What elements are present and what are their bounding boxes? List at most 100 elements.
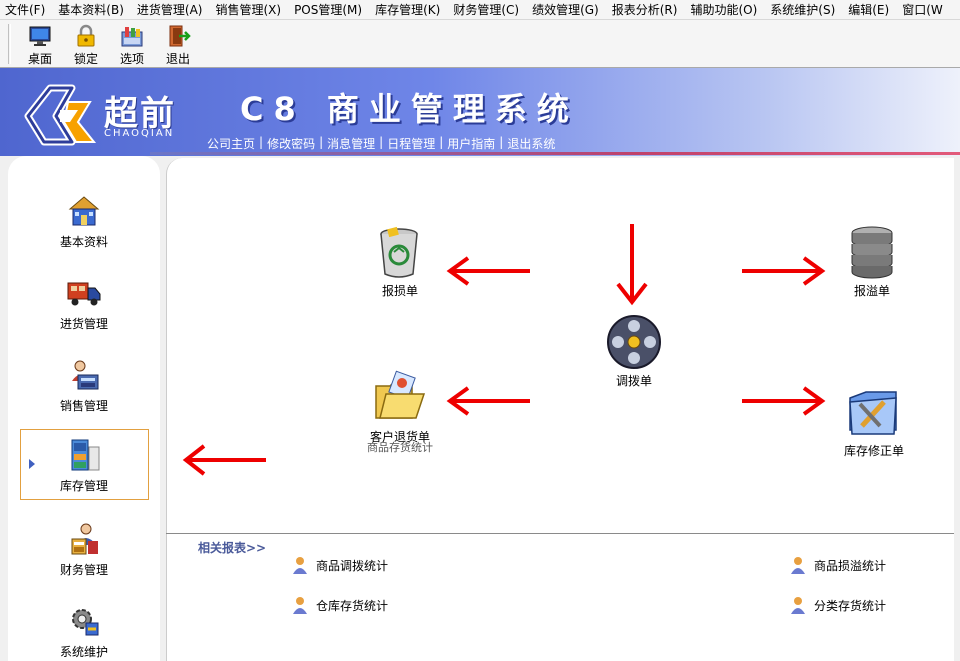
options-button[interactable]: 选项 <box>109 20 155 68</box>
sidebar-item-sales[interactable]: 销售管理 <box>8 357 160 414</box>
top-nav: 公司主页| 修改密码| 消息管理| 日程管理| 用户指南| 退出系统 <box>207 135 555 152</box>
stock-correction-item[interactable]: 库存修正单 <box>824 384 924 459</box>
arrow-right-icon <box>742 386 826 416</box>
arrow-down-icon <box>616 224 648 306</box>
report-link-loss-overflow[interactable]: 商品损溢统计 <box>790 556 886 574</box>
sidebar-item-label: 系统维护 <box>59 645 108 659</box>
menu-file[interactable]: 文件(F) <box>5 2 46 17</box>
customer-return-item[interactable]: 客户退货单 商品存货统计 <box>350 370 450 455</box>
database-stack-icon <box>851 226 893 279</box>
loss-report-label: 报损单 <box>381 284 418 298</box>
overflow-report-label: 报溢单 <box>853 284 890 298</box>
menu-window[interactable]: 窗口(W <box>902 2 943 17</box>
sidebar-item-label: 财务管理 <box>59 563 108 577</box>
menu-system[interactable]: 系统维护(S) <box>770 2 836 17</box>
related-reports-title: 相关报表>> <box>198 541 267 555</box>
film-reel-icon <box>607 315 661 369</box>
exit-button[interactable]: 退出 <box>155 20 201 68</box>
exit-label: 退出 <box>165 52 190 66</box>
nav-separator: | <box>259 135 264 149</box>
banner-divider <box>150 152 960 155</box>
sidebar-item-finance[interactable]: 财务管理 <box>8 521 160 578</box>
report-link-transfer-stats[interactable]: 商品调拨统计 <box>292 556 388 574</box>
recycle-bin-icon <box>380 226 418 278</box>
menu-auxiliary[interactable]: 辅助功能(O) <box>690 2 758 17</box>
menu-sales[interactable]: 销售管理(X) <box>215 2 282 17</box>
folder-tools-icon <box>849 391 897 435</box>
sidebar-item-basic-data[interactable]: 基本资料 <box>8 193 160 250</box>
report-link-label: 商品损溢统计 <box>814 558 887 573</box>
stock-correction-label: 库存修正单 <box>843 444 904 458</box>
sidebar-item-inventory[interactable]: 库存管理 <box>8 437 160 494</box>
transfer-report-item[interactable]: 调拨单 <box>584 314 684 389</box>
lock-button[interactable]: 锁定 <box>63 20 109 68</box>
gear-tools-icon <box>72 609 99 636</box>
exit-door-icon <box>169 25 191 47</box>
chaoqian-logo <box>24 84 97 146</box>
app-title: C8 商业管理系统 <box>240 90 579 128</box>
report-link-label: 分类存货统计 <box>814 598 887 613</box>
nav-user-guide[interactable]: 用户指南 <box>447 137 496 151</box>
sidebar <box>8 156 160 661</box>
customer-return-label: 客户退货单 <box>369 430 430 444</box>
nav-separator: | <box>439 135 444 149</box>
menu-bar: 文件(F) 基本资料(B) 进货管理(A) 销售管理(X) POS管理(M) 库… <box>0 0 960 20</box>
sidebar-item-label: 销售管理 <box>59 399 108 413</box>
person-icon <box>293 597 307 614</box>
header-banner <box>0 68 960 156</box>
lock-label: 锁定 <box>73 52 98 66</box>
options-icon <box>121 27 143 47</box>
overlapped-label: 商品存货统计 <box>367 441 433 454</box>
folder-photo-icon <box>375 370 426 419</box>
toolbar-grip[interactable] <box>8 24 11 64</box>
nav-separator: | <box>499 135 504 149</box>
person-icon <box>791 597 805 614</box>
report-link-category-stock[interactable]: 分类存货统计 <box>790 596 886 614</box>
transfer-report-label: 调拨单 <box>615 374 652 388</box>
nav-change-password[interactable]: 修改密码 <box>267 137 316 151</box>
sidebar-item-purchase[interactable]: 进货管理 <box>8 275 160 332</box>
report-link-warehouse-stock[interactable]: 仓库存货统计 <box>292 596 388 614</box>
window-right-edge <box>954 158 960 661</box>
nav-separator: | <box>319 135 324 149</box>
logo-text: 超前 <box>104 94 176 134</box>
nav-message-management[interactable]: 消息管理 <box>327 137 376 151</box>
logo-subtext: CHAOQIAN <box>104 128 175 139</box>
house-icon <box>68 196 100 226</box>
desktop-button[interactable]: 桌面 <box>17 20 63 68</box>
sidebar-item-label: 进货管理 <box>59 317 108 331</box>
nav-company-home[interactable]: 公司主页 <box>207 137 256 151</box>
nav-exit-system[interactable]: 退出系统 <box>507 137 556 151</box>
monitor-icon <box>29 26 51 46</box>
truck-icon <box>67 282 101 306</box>
report-link-label: 仓库存货统计 <box>316 598 389 613</box>
sidebar-item-label: 基本资料 <box>59 235 108 249</box>
section-divider <box>166 533 954 534</box>
arrow-right-icon <box>742 256 826 286</box>
arrow-left-icon <box>182 444 266 476</box>
toolbar: 桌面 锁定 选项 退出 <box>0 20 960 68</box>
overflow-report-item[interactable]: 报溢单 <box>822 224 922 299</box>
report-link-label: 商品调拨统计 <box>316 558 389 573</box>
menu-inventory[interactable]: 库存管理(K) <box>375 2 441 17</box>
nav-schedule-management[interactable]: 日程管理 <box>387 137 436 151</box>
menu-performance[interactable]: 绩效管理(G) <box>532 2 599 17</box>
menu-pos[interactable]: POS管理(M) <box>294 2 363 17</box>
person-icon <box>293 557 307 574</box>
menu-reports[interactable]: 报表分析(R) <box>611 2 678 17</box>
menu-purchase[interactable]: 进货管理(A) <box>136 2 203 17</box>
menu-finance[interactable]: 财务管理(C) <box>453 2 520 17</box>
warehouse-boxes-icon <box>71 439 100 471</box>
sidebar-item-system[interactable]: 系统维护 <box>8 603 160 660</box>
lock-icon <box>77 24 95 47</box>
main-panel <box>166 158 954 661</box>
sidebar-item-label: 库存管理 <box>59 479 108 493</box>
accountant-icon <box>71 523 98 555</box>
loss-report-item[interactable]: 报损单 <box>350 224 450 299</box>
selected-pointer-icon <box>29 459 35 469</box>
menu-basic-data[interactable]: 基本资料(B) <box>58 2 124 17</box>
person-icon <box>791 557 805 574</box>
arrow-left-icon <box>446 256 530 286</box>
nav-separator: | <box>379 135 384 149</box>
menu-edit[interactable]: 编辑(E) <box>848 2 890 17</box>
